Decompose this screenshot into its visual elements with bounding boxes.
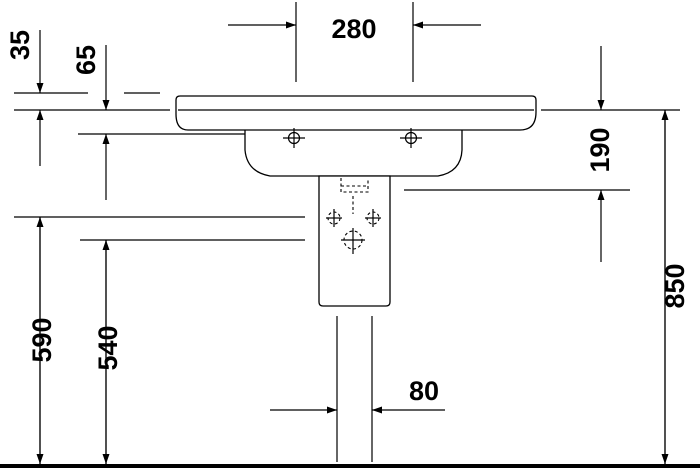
dimension-35: 35 <box>5 30 170 166</box>
dimension-280: 280 <box>228 2 481 82</box>
basin-rim <box>175 95 537 131</box>
dimension-850: 850 <box>660 110 690 464</box>
dimension-80: 80 <box>270 316 445 462</box>
dimension-190-label: 190 <box>585 127 615 172</box>
basin-outline <box>175 95 537 177</box>
pedestal <box>318 175 391 307</box>
dimension-590-label: 590 <box>27 317 57 362</box>
dimension-540-label: 540 <box>93 325 123 370</box>
dimension-80-label: 80 <box>409 376 439 406</box>
basin-bowl <box>244 130 463 177</box>
dimension-540: 540 <box>80 239 305 464</box>
dimension-850-label: 850 <box>660 263 690 308</box>
dimension-190: 190 <box>404 46 680 262</box>
dimension-65-label: 65 <box>71 45 101 75</box>
dimension-35-label: 35 <box>5 30 35 60</box>
siphon-hidden-lines <box>326 178 381 254</box>
tap-hole-left-icon <box>283 128 305 148</box>
tap-hole-right-icon <box>400 128 422 148</box>
dimension-65: 65 <box>71 45 245 200</box>
dimension-590: 590 <box>14 216 305 464</box>
dimension-280-label: 280 <box>331 14 376 44</box>
